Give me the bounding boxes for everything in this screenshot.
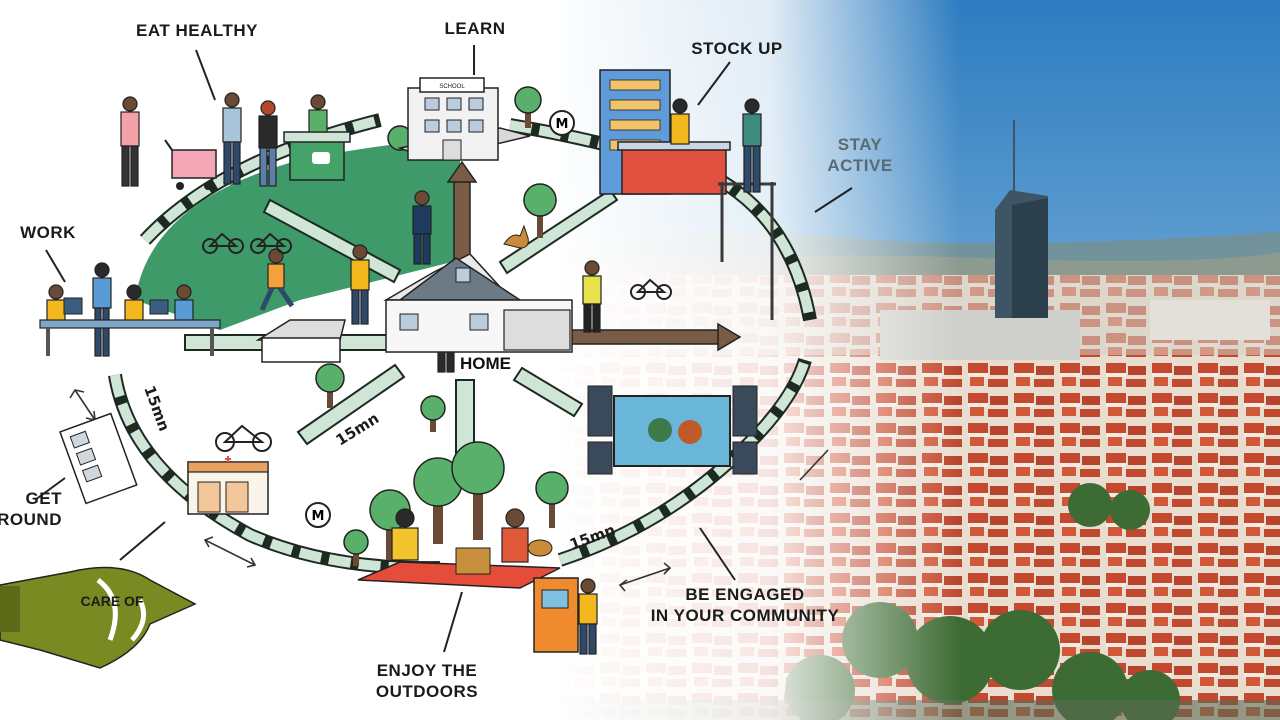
svg-text:M: M — [312, 509, 325, 524]
park-area — [135, 140, 460, 330]
label-eat-healthy: EAT HEALTHY — [136, 21, 258, 40]
label-home: HOME — [460, 354, 511, 373]
pharmacy-icon — [187, 456, 269, 515]
school-icon — [397, 77, 531, 161]
road-sw — [296, 363, 406, 446]
road-ne — [498, 188, 619, 275]
shop-icon — [599, 69, 731, 195]
crosswalk — [59, 412, 138, 505]
hand-icon — [0, 566, 197, 669]
skyscraper — [995, 120, 1048, 318]
distance-label-west: 15mn — [140, 383, 173, 433]
pavilion — [255, 319, 346, 363]
bicycle-icon — [202, 232, 672, 452]
picnic-blanket — [357, 539, 561, 589]
atm-icon — [533, 577, 579, 653]
road-se — [512, 366, 584, 418]
label-stock-up: STOCK UP — [691, 39, 783, 58]
pointer-lines — [34, 45, 853, 653]
screen-icon — [587, 385, 758, 475]
work-desk — [39, 297, 221, 356]
house-icon — [383, 253, 573, 353]
svg-text:M: M — [556, 117, 569, 132]
shopping-cart-icon — [164, 139, 217, 190]
grocery-stall — [283, 131, 351, 181]
school-sign: SCHOOL — [439, 84, 465, 90]
dog-icon — [503, 224, 529, 249]
take-care-text: CARE OF — [81, 593, 144, 609]
double-arrows — [69, 389, 829, 592]
metro-icon: M M — [305, 110, 575, 528]
tree-icon — [315, 86, 569, 566]
label-work: WORK — [20, 223, 76, 242]
label-learn: LEARN — [444, 19, 506, 38]
